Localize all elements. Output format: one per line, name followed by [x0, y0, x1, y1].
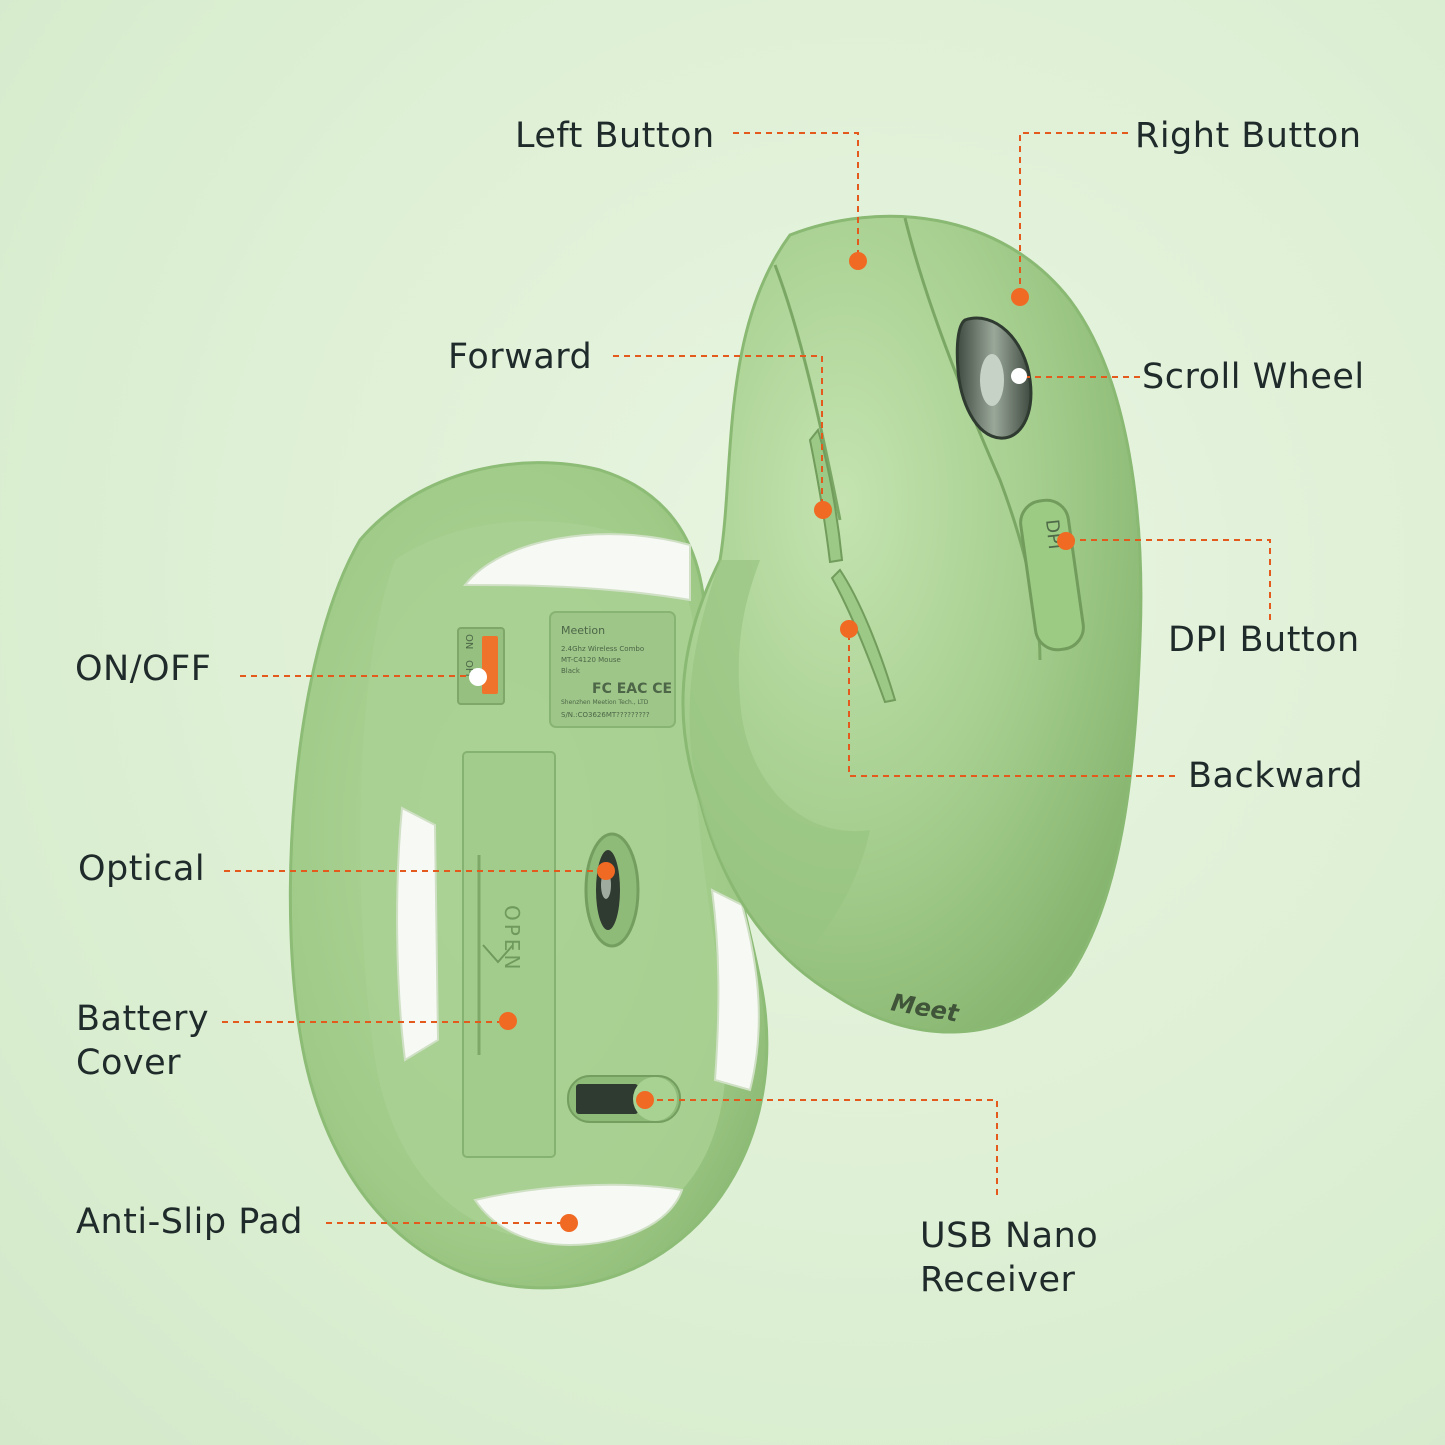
switch-label-off: OFF [463, 660, 474, 680]
label-line-1: 2.4Ghz Wireless Combo [561, 645, 644, 653]
callout-right-button: Right Button [1135, 116, 1362, 156]
leader-backward [848, 630, 1175, 777]
leader-dpi-button [1066, 539, 1271, 620]
dot-scroll-wheel [1011, 368, 1027, 384]
callout-battery-cover: Battery Cover [76, 999, 210, 1083]
callout-backward: Backward [1188, 756, 1364, 796]
dot-right-button [1011, 288, 1029, 306]
forward-side-button[interactable] [808, 427, 844, 564]
leader-lines [222, 132, 1271, 1224]
mouse-top-view: DPI Meet [681, 214, 1143, 1034]
product-label [549, 611, 676, 728]
label-serial: S/N.:CO3626MT????????? [561, 711, 650, 719]
dot-forward [814, 501, 832, 519]
anti-slip-pad-right [710, 888, 760, 1092]
dot-usb-receiver [636, 1091, 654, 1109]
battery-cover-open-text: OPEN [500, 905, 524, 972]
dot-dpi-button [1057, 532, 1075, 550]
label-brand: Meetion [561, 624, 605, 637]
label-cert-marks: FC EAC CE [592, 681, 672, 697]
callout-anti-slip-pad: Anti-Slip Pad [76, 1202, 303, 1242]
dot-left-button [849, 252, 867, 270]
callout-dpi-button: DPI Button [1168, 620, 1360, 660]
label-maker: Shenzhen Meetion Tech., LTD [561, 699, 649, 706]
leader-right-button [1019, 132, 1128, 296]
marker-dots [469, 252, 1075, 1232]
callout-scroll-wheel: Scroll Wheel [1142, 357, 1365, 397]
callout-on-off: ON/OFF [75, 649, 212, 689]
dot-optical [597, 862, 615, 880]
callout-usb-nano-receiver: USB Nano Receiver [920, 1216, 1099, 1300]
callout-forward: Forward [448, 337, 593, 377]
label-line-2: MT-C4120 Mouse [561, 656, 621, 664]
leader-left-button [733, 132, 859, 260]
callout-left-button: Left Button [515, 116, 715, 156]
callout-optical: Optical [78, 849, 206, 889]
dot-on-off [469, 668, 487, 686]
anti-slip-pad-bottom [473, 1183, 684, 1247]
mouse-bottom-view: Meetion 2.4Ghz Wireless Combo MT-C4120 M… [288, 461, 769, 1290]
switch-label-on: ON [463, 634, 474, 649]
anti-slip-pad-top [462, 533, 691, 602]
dot-battery-cover [499, 1012, 517, 1030]
battery-cover[interactable] [462, 751, 556, 1158]
label-line-3: Black [561, 667, 581, 675]
backward-side-button[interactable] [830, 568, 897, 704]
leader-forward [613, 355, 823, 510]
dot-backward [840, 620, 858, 638]
dot-anti-slip-pad [560, 1214, 578, 1232]
